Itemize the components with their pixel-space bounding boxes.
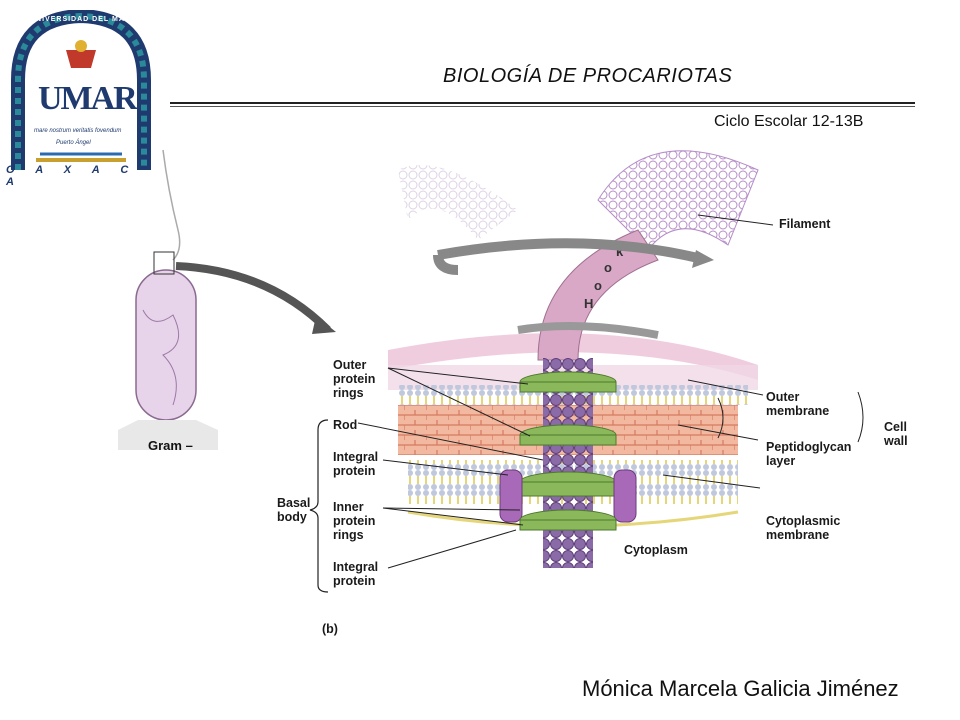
- label-basal-body: Basal body: [277, 496, 311, 524]
- header-rule-thin: [170, 106, 915, 107]
- basal-body-brace: [309, 419, 329, 593]
- page-title: BIOLOGÍA DE PROCARIOTAS: [443, 65, 733, 87]
- logo-arch-text: UNIVERSIDAD DEL MAR: [30, 16, 131, 23]
- label-integral-protein-lower: Integral protein: [333, 560, 379, 588]
- label-filament: Filament: [779, 217, 831, 231]
- leader-lines: [357, 214, 864, 569]
- label-outer-protein-rings: Outer protein rings: [333, 358, 376, 400]
- bacterium-cell: [118, 149, 218, 450]
- author-name: Mónica Marcela Galicia Jiménez: [582, 676, 899, 701]
- zoom-arrow: [175, 262, 331, 333]
- logo-emblem: [11, 10, 151, 170]
- school-cycle: Ciclo Escolar 12-13B: [714, 113, 864, 130]
- label-cytoplasmic-membrane: Cytoplasmic membrane: [766, 514, 841, 542]
- hook-letter: o: [604, 260, 612, 275]
- cell-body: [135, 269, 197, 421]
- label-cell-wall: Cell wall: [884, 420, 908, 448]
- label-inner-protein-rings: Inner protein rings: [333, 500, 376, 542]
- logo-motto: mare nostrum veritatis fovendum: [34, 128, 122, 134]
- logo-city: Puerto Ángel: [56, 140, 91, 146]
- university-logo: UMAR mare nostrum veritatis fovendum Pue…: [6, 10, 156, 180]
- logo-monogram: UMAR: [38, 80, 138, 117]
- header-rule: [170, 102, 915, 104]
- gram-label: Gram –: [148, 438, 193, 453]
- hook-letter: H: [584, 296, 593, 311]
- logo-state: O A X A C A: [6, 164, 138, 188]
- label-cytoplasm: Cytoplasm: [624, 543, 688, 557]
- label-rod: Rod: [333, 418, 358, 432]
- basal-body: [499, 358, 637, 568]
- rotation-arrows: [433, 238, 714, 339]
- hook-letter: k: [616, 244, 624, 259]
- label-integral-protein: Integral protein: [333, 450, 379, 478]
- label-outer-membrane: Outer membrane: [766, 390, 830, 418]
- panel-label: (b): [322, 622, 338, 636]
- flagellum-diagram: Gram – H o o k: [118, 149, 864, 593]
- label-peptidoglycan: Peptidoglycan layer: [766, 440, 852, 468]
- flagellum-strand: [162, 149, 181, 261]
- zoom-box: [153, 251, 175, 275]
- hook-letter: o: [594, 278, 602, 293]
